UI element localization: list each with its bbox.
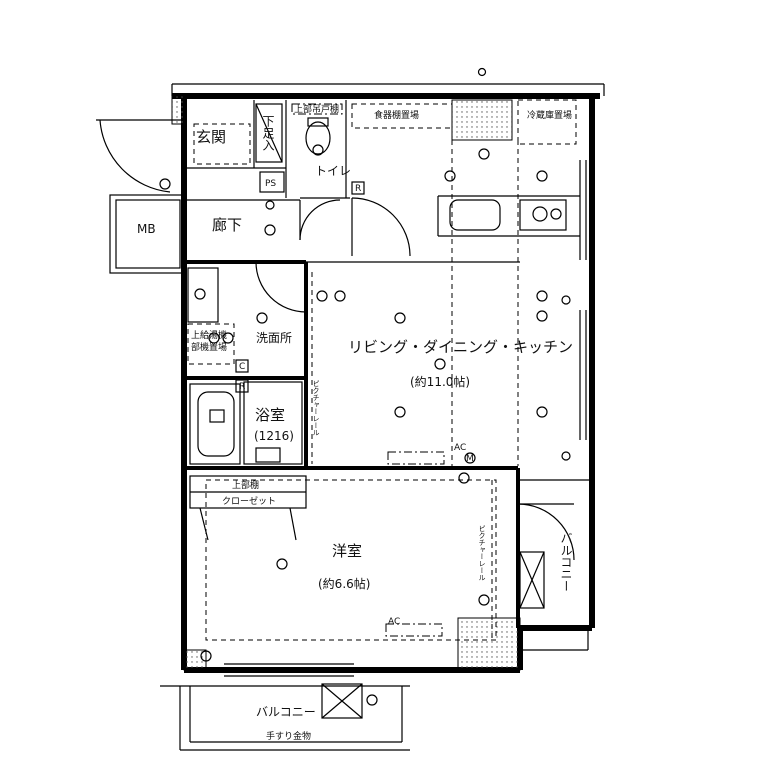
closet: 上部棚 クローゼット: [189, 475, 307, 541]
m-marker-ldk: M: [466, 454, 474, 464]
interior-walls: [184, 100, 592, 628]
railing-label: 手すり金物: [266, 730, 311, 742]
ac-marker-ldk: AC: [454, 443, 466, 453]
ldk-size-label: (約11.0帖): [410, 374, 470, 389]
shoe-box: 下足入: [255, 103, 283, 163]
c-marker: C: [239, 362, 245, 372]
toilet-label: トイレ: [315, 164, 351, 178]
mb-box: MB: [109, 194, 185, 274]
ldk-label: リビング・ダイニング・キッチン: [348, 338, 573, 356]
ac-marker-bedroom: AC: [388, 617, 400, 627]
bedroom-label: 洋室: [332, 542, 362, 560]
bedroom-size-label: (約6.6帖): [318, 576, 370, 591]
entrance-step: [193, 123, 251, 165]
bath-label: 浴室: [255, 406, 285, 424]
r-marker-bath: R: [239, 382, 245, 392]
mb-label: MB: [137, 222, 156, 236]
hallway-doors: [255, 197, 411, 313]
toilet-shelf-label: 上部吊戸棚: [294, 103, 339, 115]
shoe-box-label: 下足入: [261, 115, 275, 151]
water-heater-label: 上給湯機: [191, 329, 227, 341]
picture-rail-label-1: ピクチャーレール: [312, 380, 320, 436]
bedroom: 洋室 (約6.6帖) ピクチャーレール AC: [200, 472, 575, 662]
ps-label: PS: [265, 179, 276, 189]
washroom: 上給湯機 部機置場 C 洗面所 R: [187, 267, 292, 393]
balcony-east-label: バルコニー: [559, 532, 573, 592]
picture-rail-label-2: ピクチャーレール: [478, 525, 486, 581]
columns: [171, 95, 521, 671]
dish-shelf-label: 食器棚置場: [374, 109, 419, 121]
east-balcony: バルコニー: [519, 480, 595, 628]
entrance-label: 玄関: [196, 128, 226, 146]
closet-label: クローゼット: [222, 495, 276, 507]
water-heater-sub-label: 部機置場: [191, 341, 227, 353]
hallway-label: 廊下: [212, 216, 242, 234]
bath-size-label: (1216): [254, 429, 294, 443]
bathroom: 浴室 (1216): [189, 381, 303, 465]
washroom-label: 洗面所: [256, 331, 292, 345]
south-balcony: バルコニー 手すり金物: [160, 663, 410, 751]
r-marker-toilet: R: [355, 184, 361, 194]
entrance-door: [96, 119, 184, 193]
outer-walls: [171, 67, 605, 673]
ldk-room: 食器棚置場 冷蔵庫置場 ピクチャーレール リビング・ダイニング・キッチン (約1…: [311, 99, 587, 466]
balcony-south-label: バルコニー: [256, 705, 316, 719]
fridge-label: 冷蔵庫置場: [527, 109, 572, 121]
toilet-room: PS 上部吊戸棚 トイレ R: [259, 103, 365, 195]
closet-shelf-label: 上部棚: [232, 479, 259, 491]
